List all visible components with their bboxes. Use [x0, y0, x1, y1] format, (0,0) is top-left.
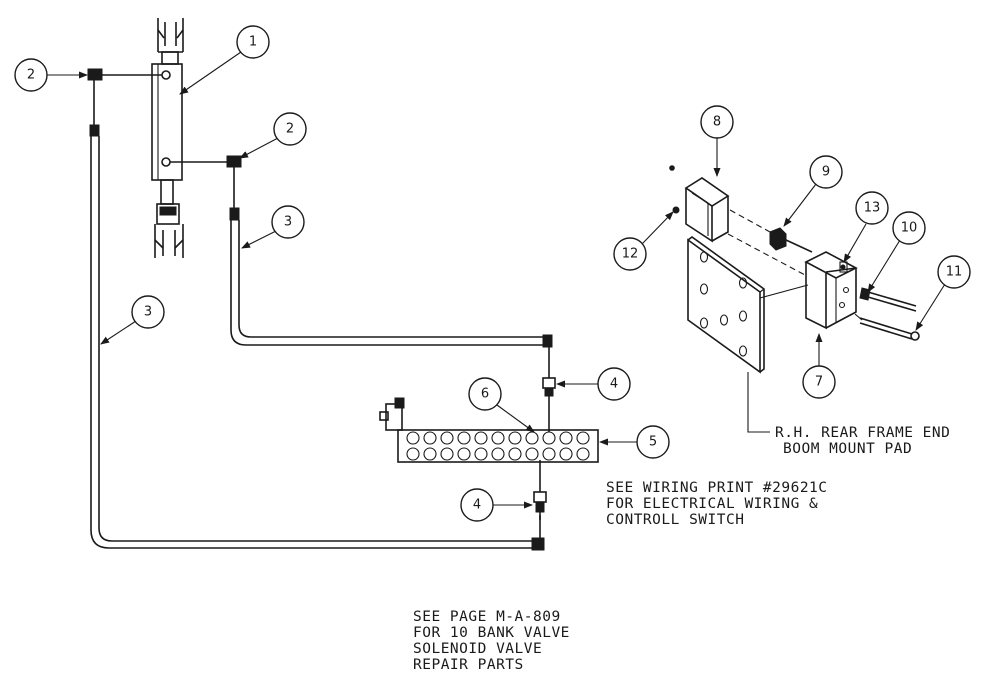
- callout-9: 9: [783, 155, 843, 227]
- solenoid-valve: [379, 397, 405, 431]
- mounting-bracket: [804, 251, 858, 330]
- switch-cover-box: [684, 177, 730, 243]
- callout-5: 5: [599, 425, 670, 459]
- callout-4-bottom: 4: [460, 488, 533, 522]
- svg-text:10: 10: [901, 221, 918, 236]
- callout-2-left: 2: [14, 58, 88, 92]
- svg-text:2: 2: [286, 122, 294, 137]
- svg-text:REPAIR PARTS: REPAIR PARTS: [413, 657, 524, 673]
- mount-pad-plate: [687, 236, 765, 374]
- svg-text:4: 4: [473, 498, 481, 513]
- svg-text:13: 13: [864, 201, 881, 216]
- callout-1: 1: [179, 25, 270, 95]
- valve-fitting-top: [542, 377, 556, 432]
- svg-text:SEE PAGE M-A-809: SEE PAGE M-A-809: [413, 609, 561, 625]
- boom-mount-pad-assembly: [669, 165, 920, 433]
- svg-text:3: 3: [284, 215, 292, 230]
- valve-fitting-bottom: [533, 460, 547, 520]
- valve-lower-row: [406, 447, 590, 461]
- callout-2-right: 2: [239, 112, 307, 159]
- callout-12: 12: [613, 211, 674, 271]
- callout-13: 13: [843, 191, 889, 263]
- callout-10: 10: [867, 211, 926, 293]
- svg-text:5: 5: [649, 435, 657, 450]
- svg-text:SEE WIRING PRINT #29621C: SEE WIRING PRINT #29621C: [606, 480, 828, 496]
- svg-text:9: 9: [822, 165, 830, 180]
- svg-text:BOOM MOUNT PAD: BOOM MOUNT PAD: [783, 441, 912, 457]
- hydraulic-fittings: [87, 68, 242, 208]
- callout-8: 8: [700, 105, 734, 177]
- callout-6: 6: [468, 377, 535, 433]
- hose-right: [229, 207, 553, 378]
- svg-text:6: 6: [481, 387, 489, 402]
- callout-11: 11: [915, 255, 971, 331]
- svg-text:2: 2: [27, 68, 35, 83]
- svg-text:R.H. REAR FRAME END: R.H. REAR FRAME END: [775, 425, 950, 441]
- svg-text:4: 4: [610, 377, 618, 392]
- svg-text:11: 11: [946, 265, 963, 280]
- valve-repair-note: SEE PAGE M-A-809 FOR 10 BANK VALVE SOLEN…: [413, 609, 570, 673]
- svg-text:3: 3: [144, 305, 152, 320]
- hose-left: [89, 124, 545, 551]
- control-switch: [769, 227, 813, 253]
- svg-text:8: 8: [713, 115, 721, 130]
- valve-upper-row: [406, 431, 590, 445]
- svg-text:7: 7: [815, 375, 823, 390]
- svg-text:FOR ELECTRICAL WIRING &: FOR ELECTRICAL WIRING &: [606, 496, 818, 512]
- svg-text:FOR 10 BANK VALVE: FOR 10 BANK VALVE: [413, 625, 570, 641]
- hydraulic-cylinder: [151, 18, 184, 258]
- callout-3-left: 3: [100, 295, 165, 345]
- svg-text:SOLENOID VALVE: SOLENOID VALVE: [413, 641, 542, 657]
- ten-bank-valve: [379, 397, 599, 463]
- mounting-bolts: [854, 287, 920, 341]
- callout-7: 7: [802, 333, 836, 399]
- wiring-note: SEE WIRING PRINT #29621C FOR ELECTRICAL …: [606, 480, 828, 528]
- svg-text:CONTROLL SWITCH: CONTROLL SWITCH: [606, 512, 744, 528]
- svg-text:12: 12: [622, 247, 639, 262]
- frame-label-note: R.H. REAR FRAME END BOOM MOUNT PAD: [775, 425, 950, 457]
- callout-3-right: 3: [241, 205, 305, 249]
- svg-text:1: 1: [249, 35, 257, 50]
- callout-4-top: 4: [556, 367, 631, 401]
